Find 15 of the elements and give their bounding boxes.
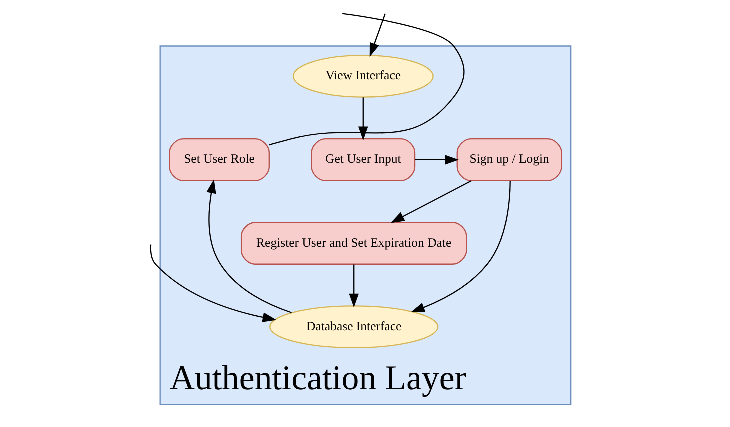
node-box: Register User and Set Expiration Date (240, 222, 467, 265)
node-ellipse: Database Interface (269, 306, 438, 348)
arrow (390, 180, 472, 224)
arrow (150, 244, 276, 322)
arrow (369, 14, 386, 58)
arrow (358, 98, 368, 141)
arrow (348, 264, 358, 308)
arrow (206, 179, 292, 314)
node-box: Get User Input (310, 138, 416, 182)
node-box: Sign up / Login (456, 138, 562, 182)
arrow (414, 155, 459, 165)
arrow (410, 181, 510, 313)
node-ellipse: View Interface (292, 54, 434, 98)
connector (268, 13, 464, 146)
node-box: Set User Role (168, 138, 270, 182)
